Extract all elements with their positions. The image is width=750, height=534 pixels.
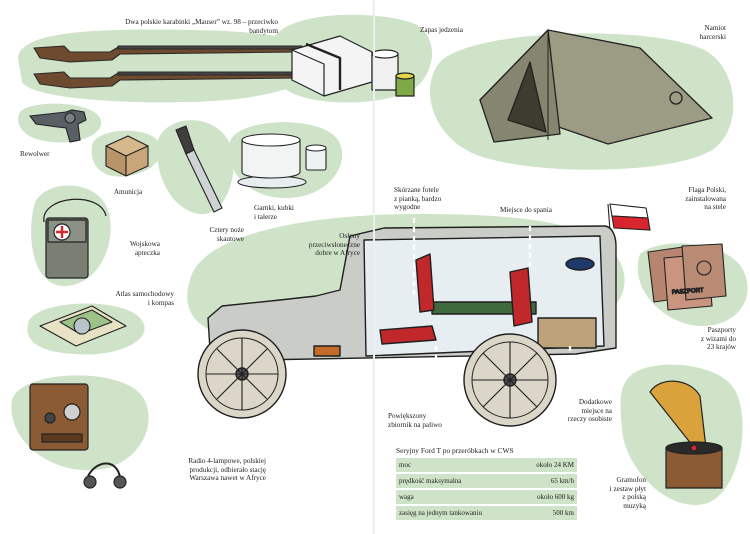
- label-food: Zapas jedzenia: [420, 26, 463, 34]
- label-sleep: Miejsce do spania: [500, 206, 552, 214]
- food-illustration: [291, 35, 415, 97]
- gramophone-illustration: [649, 380, 723, 489]
- spec-row: waga około 600 kg: [396, 490, 577, 504]
- front-wheel: [197, 329, 287, 419]
- label-rifles: Dwa polskie karabinki „Mauser” wz. 98 – …: [125, 18, 278, 35]
- spec-row: zasięg na jednym tankowaniu 500 km: [396, 506, 577, 520]
- knife-illustration: [175, 125, 223, 213]
- spec-value: około 24 KM: [536, 461, 574, 469]
- spec-row: moc około 24 KM: [396, 458, 577, 472]
- page-fold: [373, 0, 375, 534]
- spec-row: prędkość maksymalna 65 km/h: [396, 474, 577, 488]
- label-ammo: Amunicja: [113, 188, 143, 196]
- tent-illustration: [479, 29, 713, 145]
- spec-table: Seryjny Ford T po przeróbkach w CWS moc …: [396, 446, 577, 522]
- atlas-illustration: [39, 305, 127, 347]
- passports-illustration: PASZPORT: [647, 243, 727, 311]
- red-seat: [379, 325, 437, 345]
- spec-label: waga: [399, 493, 414, 501]
- spec-label: prędkość maksymalna: [399, 477, 462, 485]
- revolver-illustration: [28, 109, 87, 143]
- spec-value: 500 km: [552, 509, 574, 517]
- spec-value: 65 km/h: [550, 477, 574, 485]
- spec-label: moc: [399, 461, 412, 469]
- ammo-box-illustration: [105, 135, 149, 177]
- spec-title: Seryjny Ford T po przeróbkach w CWS: [396, 446, 514, 455]
- car-illustration: [197, 218, 617, 427]
- label-revolver: Rewolwer: [20, 150, 50, 158]
- spec-label: zasięg na jednym tankowaniu: [399, 509, 483, 517]
- passport-word: PASZPORT: [672, 288, 704, 296]
- aid-kit-illustration: [43, 198, 107, 279]
- spec-value: około 600 kg: [537, 493, 574, 501]
- radio-illustration: [29, 383, 127, 489]
- rear-wheel: [463, 333, 557, 427]
- pots-illustration: [237, 133, 327, 189]
- flag-illustration: [607, 203, 651, 259]
